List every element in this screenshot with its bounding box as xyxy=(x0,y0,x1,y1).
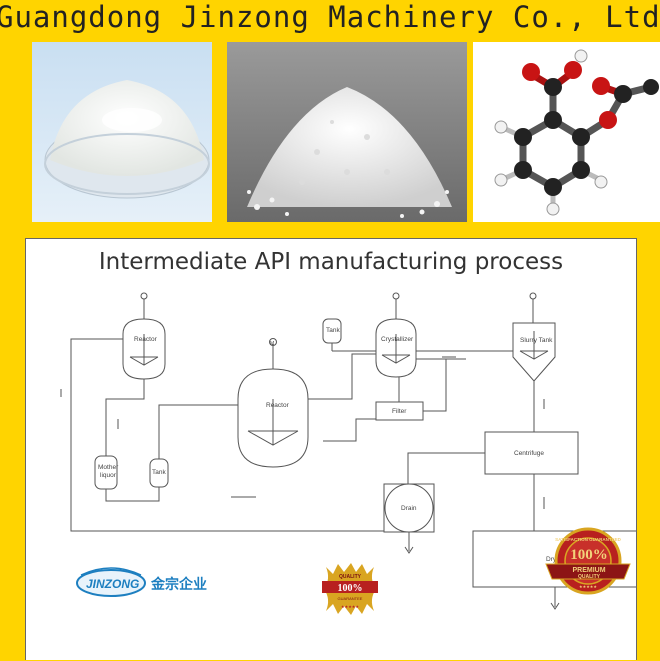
diagram-title: Intermediate API manufacturing process xyxy=(98,249,564,275)
molecule-model xyxy=(473,42,660,222)
label-dryer: Dryer xyxy=(546,556,563,563)
badge-left-main: 100% xyxy=(338,583,363,594)
label-drain: Drain xyxy=(401,505,417,512)
label-mother: Mother xyxy=(98,464,119,471)
crystal-photo xyxy=(227,42,467,222)
label-filter: Filter xyxy=(392,408,407,415)
badge-left-stars: ★★★★★ xyxy=(341,604,359,609)
reactor-main xyxy=(237,338,309,468)
logo-cjk: 金宗企业 xyxy=(150,576,207,593)
label-tank-low: Tank xyxy=(152,469,166,476)
label-centrifuge: Centrifuge xyxy=(514,450,544,457)
process-flow: Reactor Reactor Tank Crystallizer Filter… xyxy=(60,292,636,615)
crystallizer xyxy=(375,292,417,378)
company-banner: Guangdong Jinzong Machinery Co., Ltd. xyxy=(0,0,660,42)
badge-right-ribbon: QUALITY xyxy=(578,574,601,580)
badge-left-top: QUALITY xyxy=(339,574,362,580)
label-slurry-tank: Slurry Tank xyxy=(520,337,553,344)
label-liquor: liquor xyxy=(100,472,117,479)
reactor-small xyxy=(122,292,166,380)
satisfaction-badge-right: SATISFACTION GUARANTEED 100% PREMIUM QUA… xyxy=(545,527,631,595)
badge-left-bottom: GUARANTEE xyxy=(338,596,363,601)
badge-right-sub: PREMIUM xyxy=(572,567,605,574)
motor-symbol: M xyxy=(270,341,274,347)
badge-right-stars: ★★★★★ xyxy=(579,584,597,589)
label-reactor-main: Reactor xyxy=(266,402,290,409)
badge-right-main: 100% xyxy=(570,547,608,563)
label-reactor-small: Reactor xyxy=(134,336,158,343)
company-name: Guangdong Jinzong Machinery Co., Ltd. xyxy=(0,0,660,34)
quality-badge-left: QUALITY 100% GUARANTEE ★★★★★ xyxy=(322,563,378,615)
label-crystallizer: Crystallizer xyxy=(381,336,414,343)
powder-photo xyxy=(32,42,212,222)
process-diagram: Intermediate API manufacturing process xyxy=(25,238,637,660)
badge-right-ring: SATISFACTION GUARANTEED xyxy=(555,537,621,542)
logo-latin: JINZONG xyxy=(86,577,139,591)
label-tank-top: Tank xyxy=(326,327,340,334)
jinzong-logo: JINZONG 金宗企业 xyxy=(76,567,207,597)
